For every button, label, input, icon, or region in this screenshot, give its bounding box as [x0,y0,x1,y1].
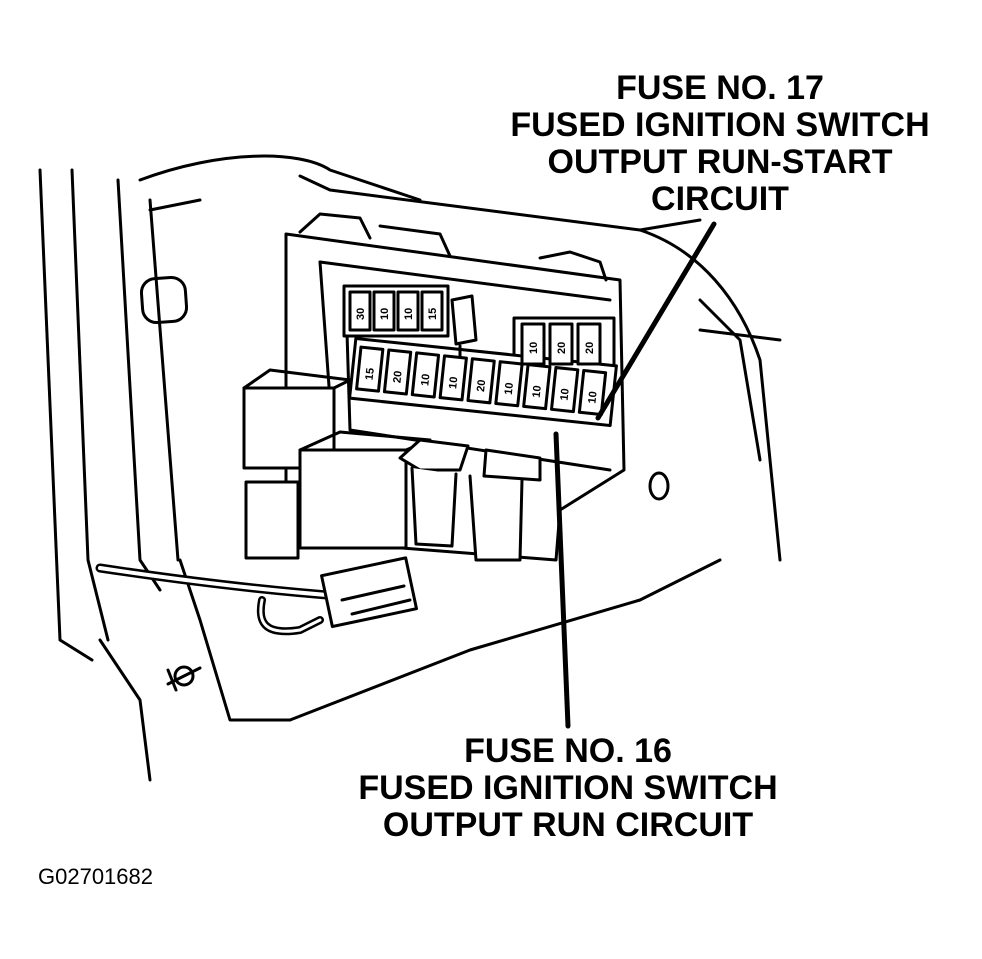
fuse [372,290,396,332]
fuse [522,363,552,411]
fuse-rating: 15 [427,308,439,320]
fuse [396,290,420,332]
callout-line: FUSED IGNITION SWITCH [510,106,930,144]
fuse-rating: 10 [403,308,415,320]
body-panel [38,154,782,782]
wire-harness [95,556,418,636]
fuse [548,322,574,366]
fuse [348,290,372,332]
fuse-rating: 15 [364,367,377,380]
callout-line: OUTPUT RUN CIRCUIT [382,806,754,844]
callout-line: FUSE NO. 16 [464,732,672,770]
relay-center [298,448,408,550]
fuse-rating: 30 [355,308,367,320]
fuse-rating: 20 [475,379,488,392]
figure-id: G02701682 [38,864,153,889]
callout-fuse-16: FUSE NO. 16 FUSED IGNITION SWITCH OUTPUT… [318,733,818,844]
callout-line: OUTPUT RUN-START [547,143,893,181]
fuse-rating: 10 [586,391,599,404]
fuse [438,354,468,402]
callout-line: FUSED IGNITION SWITCH [358,769,778,807]
callout-fuse-17: FUSE NO. 17 FUSED IGNITION SWITCH OUTPUT… [470,70,970,218]
fuse-rating: 10 [559,388,572,401]
fuse [382,348,413,396]
relay-lower [244,480,300,560]
fuse-rating: 20 [556,342,568,354]
harness-connector [320,556,418,629]
fuse [466,357,496,405]
fuse-clips [398,438,542,562]
callout-line: FUSE NO. 17 [616,69,824,107]
fuse [420,290,444,332]
fuse [494,360,524,408]
fuse-rating: 10 [447,376,460,389]
mounting-screw [166,665,202,692]
callout-line: CIRCUIT [651,180,789,218]
leader-line-fuse-16 [553,431,571,729]
fuse-rating: 10 [531,385,544,398]
fuse-rating: 20 [391,370,404,383]
fuse-rating: 10 [419,373,432,386]
fuse-rating: 10 [379,308,391,320]
leader-line-fuse-17 [595,221,717,421]
fuse [410,351,441,399]
fuse-rating: 20 [584,342,596,354]
fuse-17 [577,368,608,417]
fuse-rating: 10 [503,382,516,395]
relays [242,368,432,560]
panel-slot [139,275,189,325]
mounting-hole [648,471,670,501]
fuse-row-top-left: 30 10 10 15 [348,290,444,332]
fuse-row-lower: 15 20 10 10 20 10 10 10 10 [355,345,608,417]
fuse-row-top-right: 10 20 20 [520,322,602,366]
fuse [576,322,602,366]
fuse-rating: 10 [528,342,540,354]
fuse [355,345,385,393]
fuse-16 [550,366,580,414]
